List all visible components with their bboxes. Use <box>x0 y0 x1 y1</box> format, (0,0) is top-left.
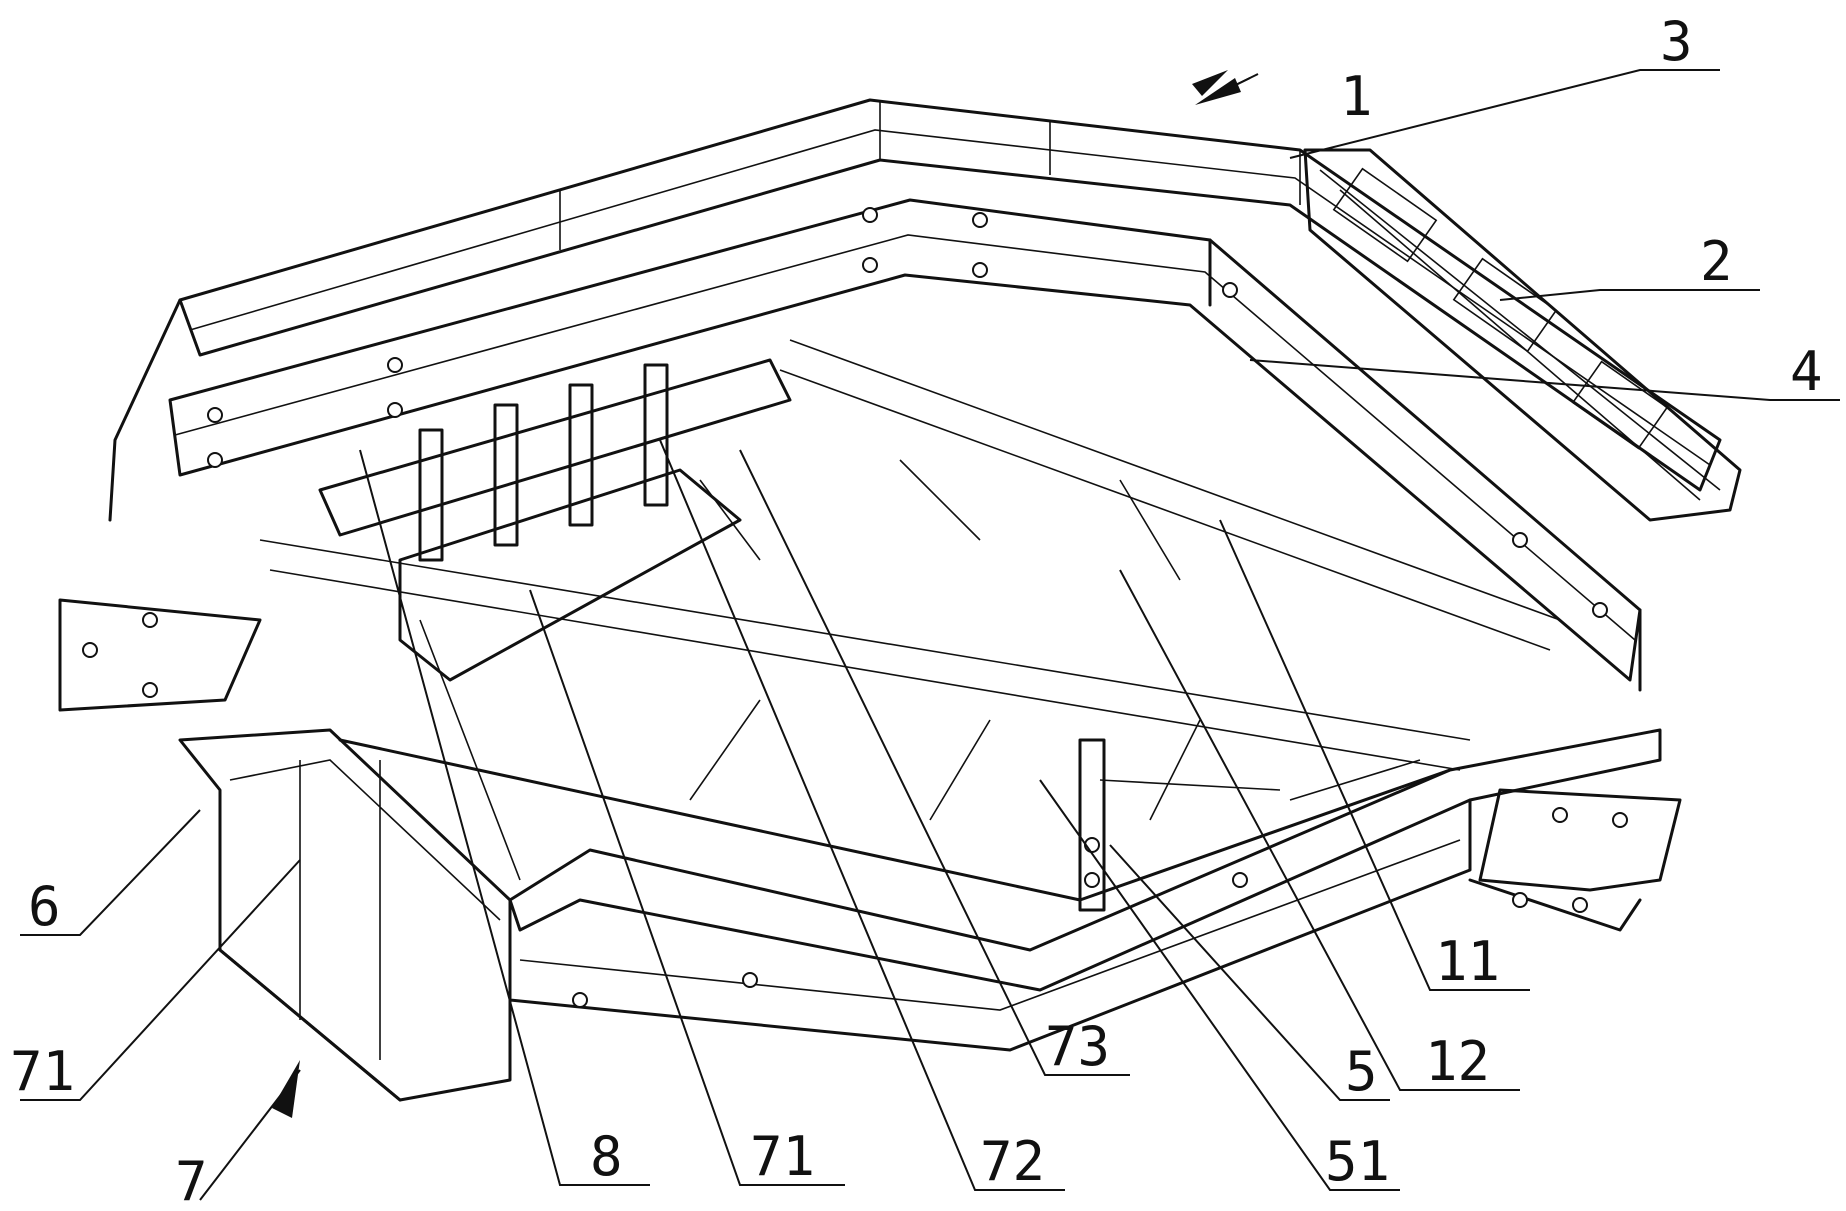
callout-2: 2 <box>1700 230 1733 293</box>
left-box <box>180 730 510 1100</box>
right-plate <box>1470 790 1680 930</box>
callout-1: 1 <box>1340 65 1373 128</box>
callout-6: 6 <box>28 875 61 938</box>
callout-71-left: 71 <box>10 1040 75 1103</box>
callout-71-middle: 71 <box>750 1125 815 1188</box>
callout-4: 4 <box>1790 340 1823 403</box>
arrow-1 <box>1192 70 1258 105</box>
callout-8: 8 <box>590 1125 623 1188</box>
hinge <box>1080 740 1104 910</box>
arrow-7 <box>200 1060 300 1200</box>
callout-72: 72 <box>980 1130 1045 1193</box>
callout-73: 73 <box>1045 1015 1110 1078</box>
callout-11: 11 <box>1435 930 1500 993</box>
bolt-holes <box>208 208 1607 1007</box>
bottom-frame <box>340 730 1660 1050</box>
callout-7: 7 <box>175 1150 208 1211</box>
inner-frame <box>170 200 1640 690</box>
left-plate <box>60 600 260 710</box>
callout-5: 5 <box>1345 1040 1378 1103</box>
callout-3: 3 <box>1660 10 1693 73</box>
callout-12: 12 <box>1425 1030 1490 1093</box>
callout-51: 51 <box>1325 1130 1390 1193</box>
